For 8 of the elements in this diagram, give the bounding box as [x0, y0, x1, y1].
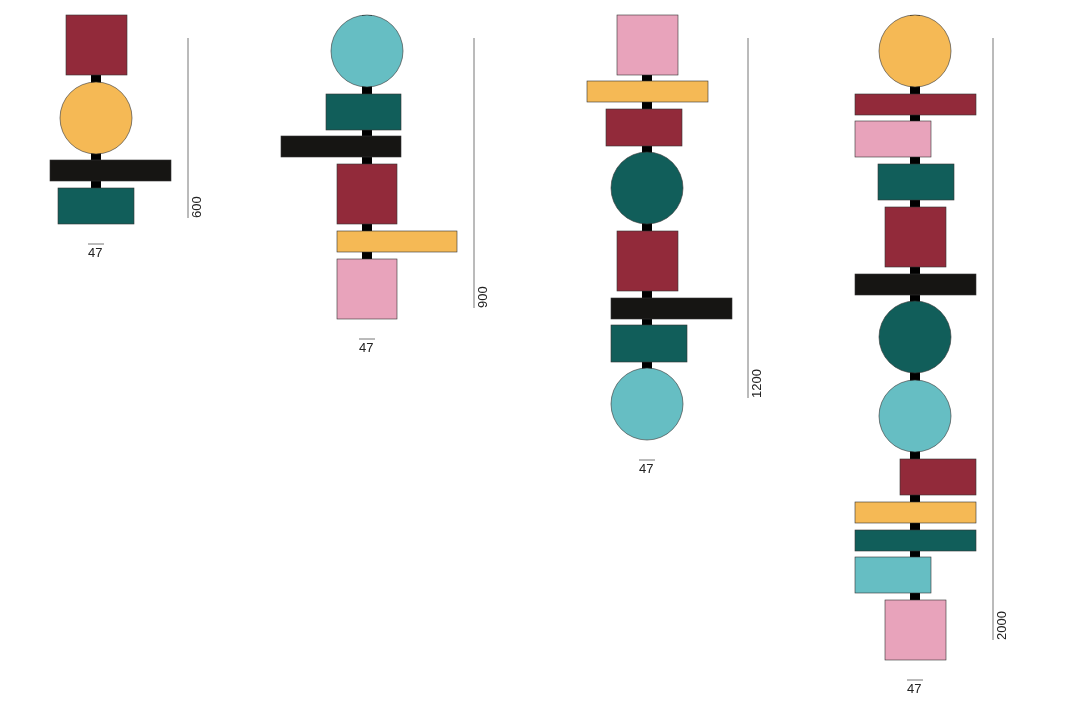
- dimension-label: 1200: [750, 369, 764, 398]
- dimension-label: 47: [359, 341, 374, 355]
- dimension-label: 600: [190, 196, 204, 218]
- dimension-label: 47: [639, 462, 654, 476]
- dimension-label: 47: [907, 682, 922, 696]
- dimension-label: 900: [476, 286, 490, 308]
- dimension-label: 47: [88, 246, 103, 260]
- dimension-label: 2000: [995, 611, 1009, 640]
